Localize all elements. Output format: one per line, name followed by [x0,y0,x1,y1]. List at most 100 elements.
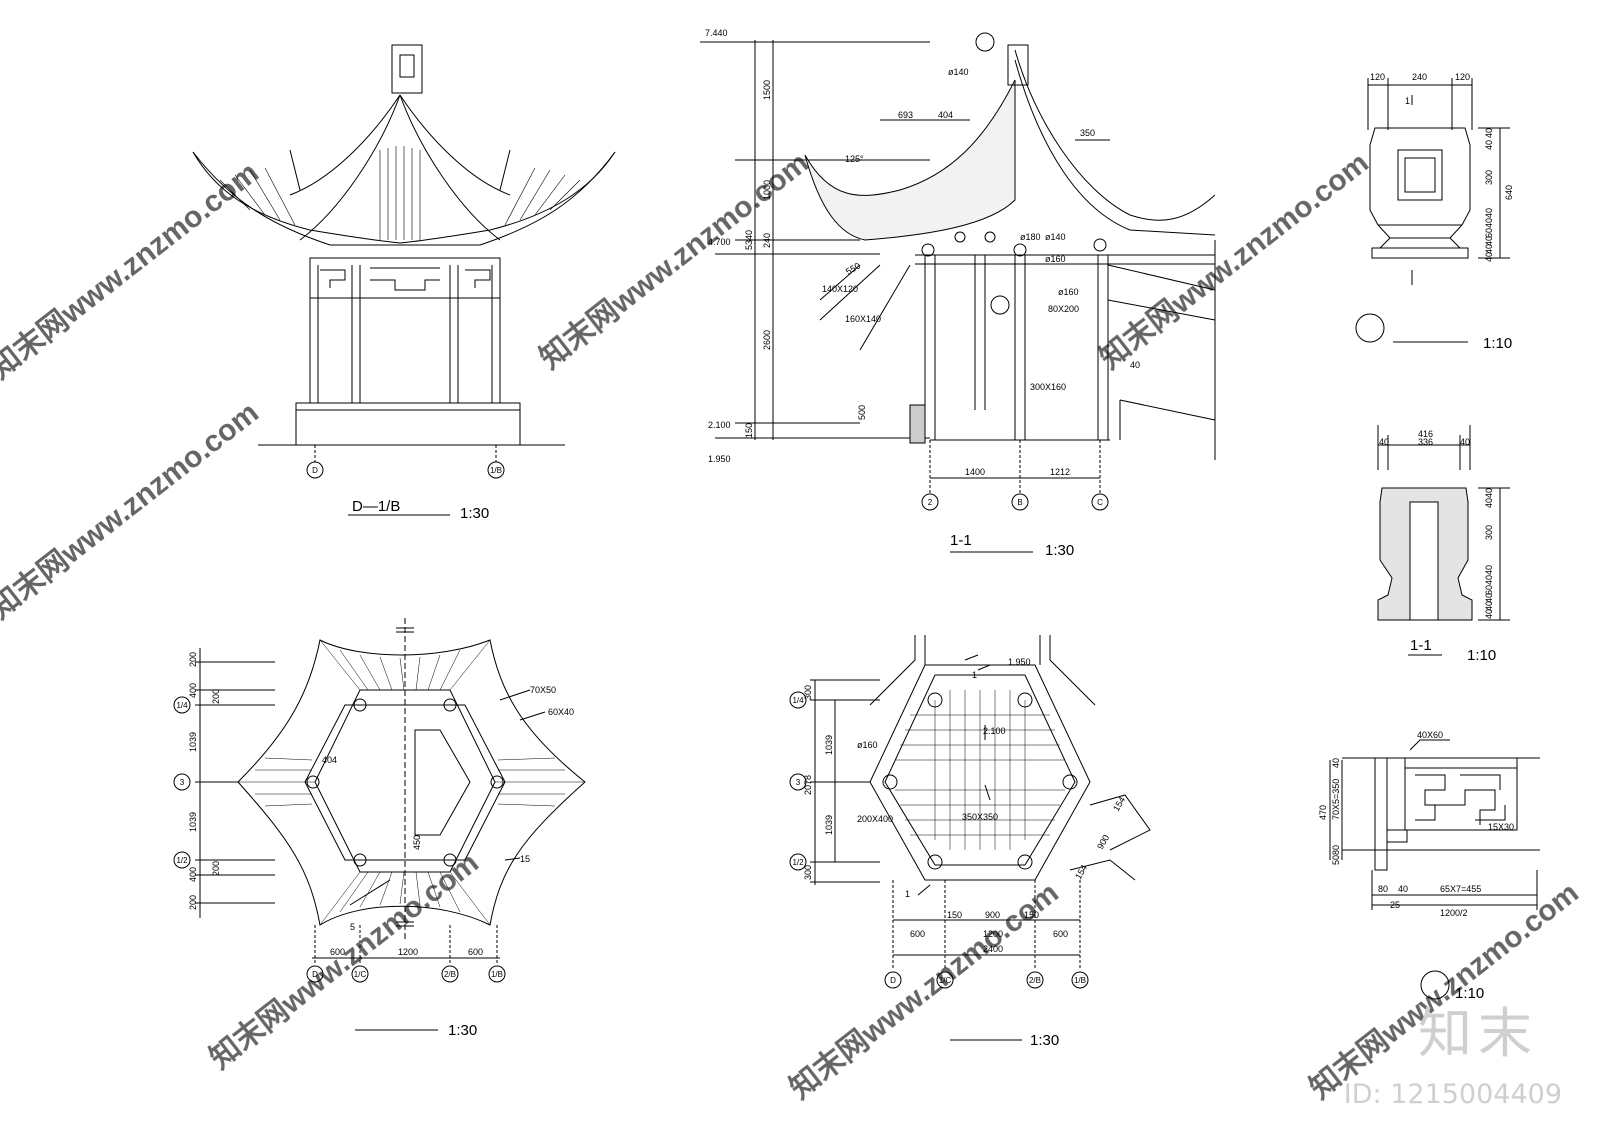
finial-section-scale: 1:10 [1467,647,1496,664]
finial-section-dim-40f: 40 [1484,601,1494,611]
floor-level-2100: 2.100 [983,726,1006,736]
finial-section-dim-40-left: 40 [1379,437,1389,447]
roof-plan [173,618,586,1031]
finial-dim-40c: 40 [1484,208,1494,218]
finial-dim-60: 60 [1484,228,1494,238]
floor-label-900: 900 [1095,833,1111,851]
roof-label-5: 5 [350,922,355,932]
roof-label-404: 404 [322,755,337,765]
finial-dim-640: 640 [1504,185,1514,200]
finial-dim-40e: 40 [1484,236,1494,246]
roof-dim-200b: 200 [211,689,221,704]
finial-section-dim-40g: 40 [1484,609,1494,619]
finial-section-dim-336: 336 [1418,437,1433,447]
roof-axis-1b: 1/B [491,970,503,979]
roof-dim-200a: 200 [188,652,198,667]
floor-level-1950: 1.950 [1008,657,1031,667]
floor-dim-600b: 600 [1053,929,1068,939]
railing-top-40x60: 40X60 [1417,730,1443,740]
watermark-5: 知末网www.znzmo.com [204,846,485,1076]
finial-section-dim-40e: 40 [1484,593,1494,603]
floor-dim-900: 900 [985,910,1000,920]
floor-label-350x350: 350X350 [962,812,998,822]
finial-dim-240: 240 [1412,72,1427,82]
roof-axis-1c: 1/C [354,970,367,979]
railing-detail [1329,739,1540,1000]
level-7440: 7.440 [705,28,728,38]
railing-dim-80: 80 [1331,845,1341,855]
finial-dim-120-left: 120 [1370,72,1385,82]
finial-dim-300: 300 [1484,170,1494,185]
roof-axis-1-2: 1/2 [176,856,188,865]
watermark-layer: 知末网www.znzmo.com 知末网www.znzmo.com 知末网www… [0,146,1585,1106]
floor-label-154a: 154 [1111,795,1127,813]
railing-dim-40: 40 [1331,758,1341,768]
roof-dim-1039a: 1039 [188,732,198,752]
railing-dim-470: 470 [1318,805,1328,820]
roof-dim-200c: 200 [211,861,221,876]
watermark-3: 知末网www.znzmo.com [1094,146,1375,376]
watermark-6: 知末网www.znzmo.com [784,876,1065,1106]
floor-dim-300b: 300 [803,865,813,880]
floor-dim-2400: 2400 [983,944,1003,954]
finial-section-title: 1-1 [1410,637,1432,654]
roof-dim-1200: 1200 [398,947,418,957]
finial-section-dim-300: 300 [1484,525,1494,540]
railing-dim-80-bottom: 80 [1378,884,1388,894]
floor-section-marker-bottom: 1 [905,889,910,899]
dim-350: 350 [1080,128,1095,138]
floor-plan [789,635,1151,1041]
floor-axis-d: D [890,976,896,985]
floor-axis-3: 3 [796,778,801,787]
floor-dim-1039a: 1039 [824,735,834,755]
floor-axis-1-2: 1/2 [792,858,804,867]
railing-dim-1200-2: 1200/2 [1440,908,1468,918]
floor-dim-2078: 2078 [803,775,813,795]
pavilion-elevation [192,44,616,516]
finial-section-dim-40a: 40 [1484,488,1494,498]
elevation-axis-1b: 1/B [490,466,502,475]
elevation-title: D—1/B [352,498,400,515]
railing-dim-25: 25 [1390,900,1400,910]
watermark-4: 知末网www.znzmo.com [0,396,265,626]
floor-dim-600a: 600 [910,929,925,939]
finial-section-dim-416: 416 [1418,429,1433,439]
dim-1400: 1400 [965,467,985,477]
roof-axis-2b: 2/B [444,970,456,979]
finial-scale: 1:10 [1483,335,1512,352]
finial-dim-40a: 40 [1484,128,1494,138]
level-4700: 4.700 [708,237,731,247]
section-axis-c: C [1097,498,1103,507]
railing-dim-50: 50 [1331,855,1341,865]
railing-scale: 1:10 [1455,985,1484,1002]
roof-dim-400a: 400 [188,683,198,698]
dim-150: 150 [744,423,754,438]
finial-dim-40f: 40 [1484,244,1494,254]
section-title: 1-1 [950,532,972,549]
label-140x120: 140X120 [822,284,858,294]
image-id-label: ID: 1215004409 [1343,1079,1562,1110]
label-dia140-top: ø140 [948,67,969,77]
roof-dim-400b: 400 [188,867,198,882]
floor-axis-2b: 2/B [1029,976,1041,985]
floor-axis-1b: 1/B [1074,976,1086,985]
elevation-axis-d: D [312,466,318,475]
railing-dim-70x5: 70X5=350 [1331,779,1341,820]
dim-1000: 1000 [762,180,772,200]
roof-label-70x50: 70X50 [530,685,556,695]
label-160x140: 160X140 [845,314,881,324]
finial-section-dim-60: 60 [1484,585,1494,595]
finial-dim-120-right: 120 [1455,72,1470,82]
label-dia140: ø140 [1045,232,1066,242]
label-dia160-a: ø160 [1045,254,1066,264]
roof-axis-d: D [312,970,318,979]
roof-dim-1039b: 1039 [188,812,198,832]
finial-section-dim-40d: 40 [1484,575,1494,585]
dim-240: 240 [762,233,772,248]
label-40: 40 [1130,360,1140,370]
level-2100: 2.100 [708,420,731,430]
dim-693: 693 [898,110,913,120]
pavilion-section [700,32,1216,553]
finial-elevation [1355,78,1510,343]
